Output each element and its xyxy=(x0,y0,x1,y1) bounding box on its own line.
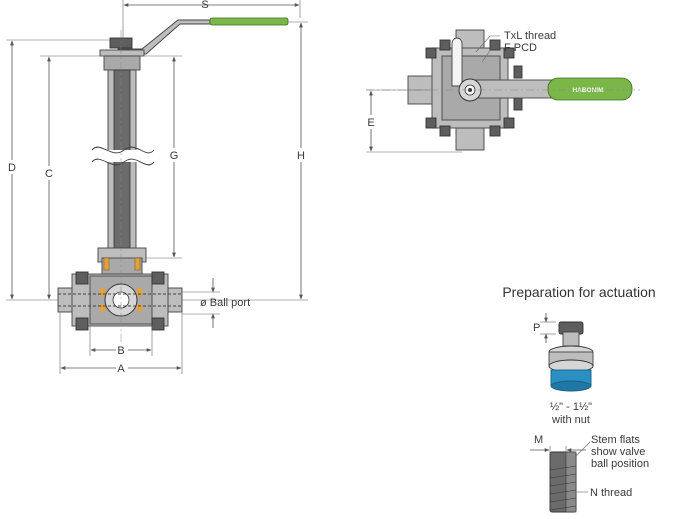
size-range-label: ½" - 1½" xyxy=(550,401,592,413)
top-view: HABONIM E TxL thread F PCD xyxy=(365,29,640,153)
stem-flats-label-1: Stem flats xyxy=(591,434,640,446)
side-view: S D C G H ø Ball port B xyxy=(6,0,308,375)
dim-label-b: B xyxy=(117,345,124,357)
dim-label-m: M xyxy=(534,434,543,446)
with-nut-label: with nut xyxy=(551,414,590,426)
thread-label: TxL thread xyxy=(504,30,556,42)
dim-label-d: D xyxy=(8,162,16,174)
handle-grip xyxy=(209,17,289,26)
actuation-section: Preparation for actuation P ½" - 1½" wit… xyxy=(502,284,656,513)
valve-body xyxy=(57,271,183,331)
dim-label-e: E xyxy=(367,117,374,129)
bare-stem: M xyxy=(530,434,591,513)
stem-flats-label-3: ball position xyxy=(591,458,649,470)
dim-label-ball-port: ø Ball port xyxy=(200,297,250,309)
handle-lever xyxy=(117,17,289,55)
dim-label-g: G xyxy=(170,150,179,162)
dim-label-c: C xyxy=(45,168,53,180)
dim-label-s: S xyxy=(201,0,208,11)
dim-label-h: H xyxy=(297,150,305,162)
stem-with-nut: P xyxy=(533,313,594,392)
stem-flats-label-2: show valve xyxy=(591,446,645,458)
extension-column xyxy=(91,69,158,261)
pcd-label: F PCD xyxy=(504,42,537,54)
dim-label-a: A xyxy=(117,363,125,375)
brand-label: HABONIM xyxy=(572,87,603,94)
n-thread-label: N thread xyxy=(590,487,632,499)
handle-grip-top xyxy=(547,77,633,101)
actuation-title: Preparation for actuation xyxy=(502,284,655,300)
dim-label-p: P xyxy=(533,322,540,334)
